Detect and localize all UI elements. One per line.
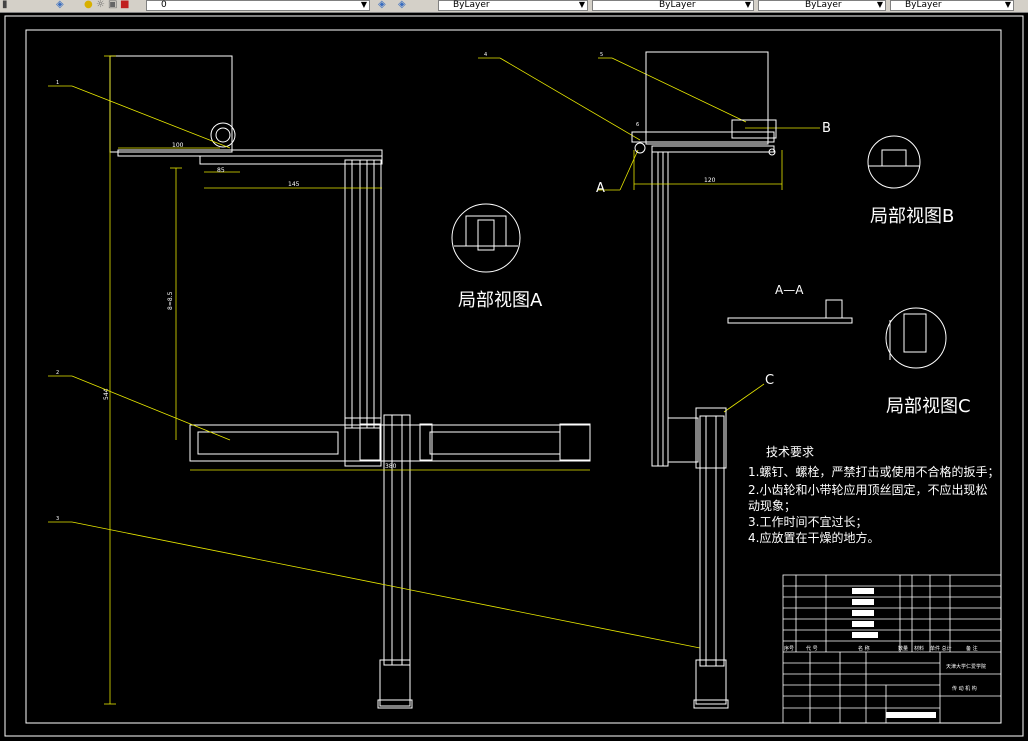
school-name: 天津大学仁爱学院 <box>946 663 986 670</box>
tech-requirement-item: 2.小齿轮和小带轮应用顶丝固定，不应出现松 <box>748 482 987 497</box>
color-dropdown-value: ByLayer <box>453 0 490 10</box>
title-block <box>782 574 1002 724</box>
layer-dropdown[interactable]: 0 ▼ <box>146 0 370 11</box>
partial-view-b-label: 局部视图B <box>870 206 954 227</box>
layer-previous-icon[interactable]: ◈ <box>398 0 406 10</box>
chevron-down-icon: ▼ <box>1004 0 1011 9</box>
leader-lines <box>48 57 820 649</box>
sun-icon[interactable]: ☼ <box>96 0 105 10</box>
marker-c: C <box>765 373 774 388</box>
partial-view-a-label: 局部视图A <box>458 290 543 311</box>
header-code: 代 号 <box>806 645 818 652</box>
color-dropdown[interactable]: ByLayer ▼ <box>438 0 588 11</box>
marker-b: B <box>822 121 831 136</box>
lock-icon[interactable]: ▣ <box>108 0 118 10</box>
color-swatch-icon[interactable]: ■ <box>120 0 130 10</box>
left-dimension-lines <box>104 55 590 705</box>
plotstyle-dropdown-value: ByLayer <box>905 0 942 10</box>
dim-8: 8≈8.5 <box>167 291 174 310</box>
leader-number: 4 <box>484 52 487 58</box>
linetype-dropdown-value: ByLayer <box>659 0 696 10</box>
dim-100: 100 <box>172 142 184 149</box>
tech-requirement-item: 4.应放置在干燥的地方。 <box>748 530 879 545</box>
tech-requirement-item: 1.螺钉、螺栓，严禁打击或使用不合格的扳手； <box>748 464 999 479</box>
linetype-dropdown[interactable]: ByLayer ▼ <box>592 0 754 11</box>
partial-view-c-label: 局部视图C <box>886 396 971 417</box>
tech-requirement-item: 3.工作时间不宜过长； <box>748 514 867 529</box>
toolbar: ▮ ◈ ● ☼ ▣ ■ 0 ▼ ◈ ◈ ByLayer ▼ ByLayer ▼ … <box>0 0 1028 13</box>
marker-a: A <box>596 181 605 196</box>
drawing-canvas[interactable]: 100 85 145 8≈8.5 544 380 1 2 3 4 5 6 <box>0 12 1028 741</box>
tech-requirements-title: 技术要求 <box>766 445 814 459</box>
dim-544: 544 <box>103 388 110 400</box>
partial-view-a-drawing <box>451 203 521 273</box>
lineweight-dropdown[interactable]: ByLayer ▼ <box>758 0 886 11</box>
header-material: 材料 <box>914 645 924 652</box>
section-aa-label: A—A <box>775 283 804 297</box>
tech-requirements: 技术要求 1.螺钉、螺栓，严禁打击或使用不合格的扳手； 2.小齿轮和小带轮应用顶… <box>748 445 999 545</box>
leader-number: 1 <box>56 80 59 86</box>
left-dimension-text: 100 85 145 8≈8.5 544 380 <box>103 142 397 470</box>
left-view <box>109 55 591 709</box>
leader-number: 6 <box>636 122 639 128</box>
layer-manager-icon[interactable]: ◈ <box>56 0 64 10</box>
header-name: 名 称 <box>858 645 870 652</box>
make-layer-current-icon[interactable]: ◈ <box>378 0 386 10</box>
header-weight: 单件 总计 <box>930 645 952 652</box>
partial-view-b-drawing <box>867 135 921 189</box>
chevron-down-icon: ▼ <box>744 0 751 9</box>
header-seq: 序号 <box>784 645 794 652</box>
leader-number: 2 <box>56 370 59 376</box>
section-aa-drawing <box>727 299 853 324</box>
drawing-name: 传 动 机 构 <box>952 685 977 692</box>
title-block-text: 序号 代 号 名 称 数量 材料 单件 总计 备 注 天津大学仁爱学院 传 动 … <box>784 645 986 692</box>
tech-requirement-item: 动现象； <box>748 499 796 513</box>
dim-380: 380 <box>385 463 397 470</box>
right-view <box>631 51 777 709</box>
leader-numbers: 1 2 3 4 5 6 <box>56 52 639 522</box>
lineweight-dropdown-value: ByLayer <box>805 0 842 10</box>
plotstyle-dropdown[interactable]: ByLayer ▼ <box>890 0 1014 11</box>
dim-145: 145 <box>288 181 300 188</box>
chevron-down-icon: ▼ <box>876 0 883 9</box>
partial-view-c-drawing <box>885 307 947 369</box>
header-note: 备 注 <box>966 645 978 652</box>
right-dimension-lines <box>633 150 783 190</box>
header-qty: 数量 <box>898 645 908 652</box>
grip-icon: ▮ <box>2 0 8 10</box>
inner-frame <box>25 29 1002 724</box>
chevron-down-icon: ▼ <box>360 0 367 9</box>
outer-frame <box>4 15 1024 737</box>
layer-dropdown-value: 0 <box>161 0 167 10</box>
leader-number: 3 <box>56 516 59 522</box>
dim-85: 85 <box>217 167 225 174</box>
dim-120: 120 <box>704 177 716 184</box>
leader-number: 5 <box>600 52 603 58</box>
chevron-down-icon: ▼ <box>578 0 585 9</box>
light-bulb-icon[interactable]: ● <box>84 0 93 10</box>
title-block-fills <box>852 588 936 718</box>
